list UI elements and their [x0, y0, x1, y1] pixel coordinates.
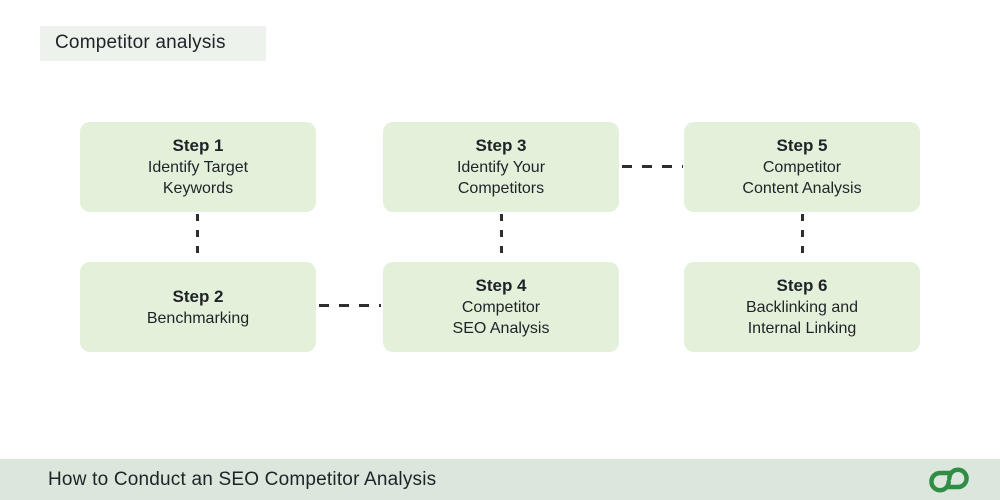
- step-body: Identify Target Keywords: [147, 159, 249, 197]
- step-body: Competitor SEO Analysis: [452, 299, 550, 337]
- step-label: Step 6: [776, 276, 828, 295]
- step-body: Identify Your Competitors: [456, 159, 546, 197]
- step-box-4: Step 4 Competitor SEO Analysis: [383, 262, 619, 352]
- step-body: Backlinking and Internal Linking: [745, 299, 859, 337]
- step-label: Step 3: [475, 136, 527, 155]
- step-box-3: Step 3 Identify Your Competitors: [383, 122, 619, 212]
- step-label: Step 4: [475, 276, 527, 295]
- footer-caption: How to Conduct an SEO Competitor Analysi…: [48, 468, 437, 490]
- connector-step3-step5: [622, 165, 683, 168]
- step-label: Step 2: [172, 286, 224, 306]
- step-box-1: Step 1 Identify Target Keywords: [80, 122, 316, 212]
- connector-step3-step4: [500, 214, 503, 260]
- step-label: Step 1: [172, 136, 224, 155]
- geeksforgeeks-logo-icon: [926, 467, 972, 493]
- step-label: Step 5: [776, 136, 828, 155]
- connector-step2-step4: [319, 304, 381, 307]
- page-title: Competitor analysis: [40, 26, 266, 61]
- connector-step1-step2: [196, 214, 199, 260]
- step-box-2: Step 2 Benchmarking: [80, 262, 316, 352]
- footer-bar: How to Conduct an SEO Competitor Analysi…: [0, 459, 1000, 500]
- step-box-5: Step 5 Competitor Content Analysis: [684, 122, 920, 212]
- step-body: Benchmarking: [146, 309, 250, 327]
- step-body: Competitor Content Analysis: [742, 159, 862, 197]
- connector-step5-step6: [801, 214, 804, 260]
- step-box-6: Step 6 Backlinking and Internal Linking: [684, 262, 920, 352]
